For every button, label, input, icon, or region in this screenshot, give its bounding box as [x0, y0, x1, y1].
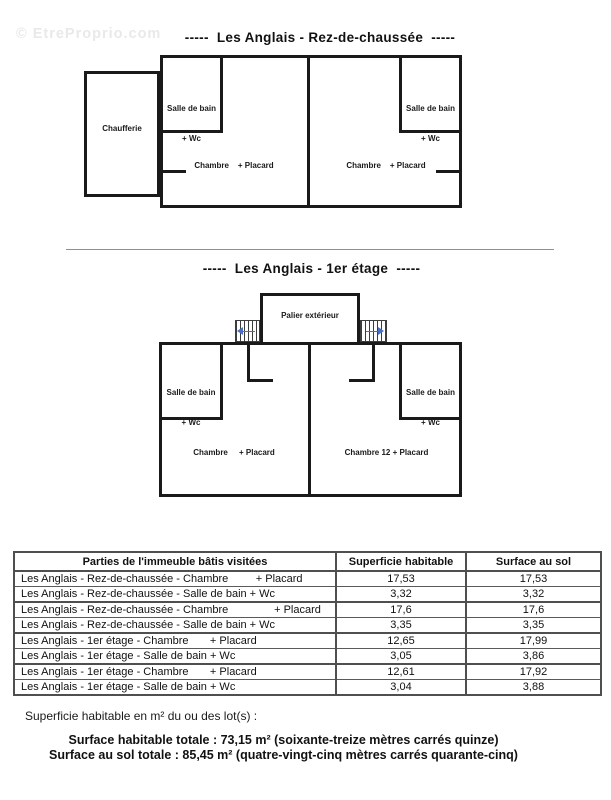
areas-table: Parties de l'immeuble bâtis visitées Sup…	[13, 551, 602, 696]
table-row: Les Anglais - Rez-de-chaussée - Chambre …	[13, 570, 602, 587]
gf-bedroom-right-label: Chambre + Placard	[346, 161, 426, 170]
row-habitable-value: 3,35	[335, 617, 467, 633]
row-label: Les Anglais - Rez-de-chaussée - Chambre …	[13, 570, 337, 587]
row-label: Les Anglais - 1er étage - Salle de bain …	[13, 679, 337, 695]
stair-arrow-right-head	[378, 327, 384, 335]
f1-center-partition-wall	[308, 342, 311, 497]
row-label: Les Anglais - 1er étage - Salle de bain …	[13, 648, 337, 664]
f1-bathroom-right-label-line1: Salle de bain	[406, 388, 455, 397]
table-row: Les Anglais - Rez-de-chaussée - Chambre …	[13, 601, 602, 618]
f1-landing-room	[260, 293, 360, 342]
row-floor-value: 3,32	[465, 586, 602, 602]
row-habitable-value: 12,61	[335, 663, 467, 680]
gf-bedroom-left-label: Chambre + Placard	[194, 161, 274, 170]
row-habitable-value: 3,05	[335, 648, 467, 664]
table-row: Les Anglais - Rez-de-chaussée - Salle de…	[13, 617, 602, 633]
f1-entry-wall-left-horizontal	[247, 379, 273, 382]
f1-bathroom-right-label-line2: + Wc	[421, 418, 440, 427]
summary-floor-total: Surface au sol totale : 85,45 m² (quatre…	[49, 748, 518, 762]
row-floor-value: 17,99	[465, 632, 602, 649]
gf-bathroom-left-label: Salle de bain + Wc	[160, 84, 223, 164]
row-floor-value: 17,6	[465, 601, 602, 618]
row-label: Les Anglais - 1er étage - Chambre + Plac…	[13, 663, 337, 680]
gf-bathroom-right-label-line2: + Wc	[421, 134, 440, 143]
table-row: Les Anglais - 1er étage - Salle de bain …	[13, 679, 602, 695]
row-floor-value: 3,35	[465, 617, 602, 633]
f1-bedroom-left-label: Chambre + Placard	[193, 448, 275, 457]
ground-floor-title: ----- Les Anglais - Rez-de-chaussée ----…	[184, 30, 456, 45]
stair-arrow-right-icon	[364, 327, 384, 335]
stair-arrow-left-shaft	[242, 330, 255, 332]
stair-arrow-right-shaft	[366, 330, 379, 332]
table-header-row: Parties de l'immeuble bâtis visitées Sup…	[13, 551, 602, 572]
gf-door-stub-right	[436, 170, 462, 173]
f1-bathroom-left-label-line2: + Wc	[181, 418, 201, 427]
row-habitable-value: 3,04	[335, 679, 467, 695]
stair-arrow-left-head	[237, 327, 243, 335]
row-habitable-value: 12,65	[335, 632, 467, 649]
f1-bedroom-right-label: Chambre 12 + Placard	[344, 448, 429, 457]
f1-bathroom-right-room	[399, 342, 462, 420]
table-row: Les Anglais - 1er étage - Chambre + Plac…	[13, 663, 602, 680]
row-habitable-value: 3,32	[335, 586, 467, 602]
row-floor-value: 17,53	[465, 570, 602, 587]
f1-entry-wall-right-horizontal	[349, 379, 375, 382]
gf-chaufferie-room	[84, 71, 160, 197]
stair-arrow-left-icon	[237, 327, 257, 335]
row-floor-value: 3,88	[465, 679, 602, 695]
f1-bathroom-right-label: Salle de bain + Wc	[399, 368, 462, 448]
row-label: Les Anglais - 1er étage - Chambre + Plac…	[13, 632, 337, 649]
gf-bathroom-right-label-line1: Salle de bain	[406, 104, 455, 113]
row-label: Les Anglais - Rez-de-chaussée - Chambre …	[13, 601, 337, 618]
f1-entry-wall-right-vertical	[372, 342, 375, 382]
summary-intro: Superficie habitable en m² du ou des lot…	[25, 709, 258, 723]
first-floor-title: ----- Les Anglais - 1er étage -----	[202, 261, 421, 276]
summary-habitable-total: Surface habitable totale : 73,15 m² (soi…	[68, 733, 499, 747]
f1-landing-label: Palier extérieur	[281, 311, 339, 320]
table-row: Les Anglais - 1er étage - Salle de bain …	[13, 648, 602, 664]
row-label: Les Anglais - Rez-de-chaussée - Salle de…	[13, 617, 337, 633]
table-row: Les Anglais - 1er étage - Chambre + Plac…	[13, 632, 602, 649]
gf-chaufferie-label: Chaufferie	[102, 124, 142, 133]
row-label: Les Anglais - Rez-de-chaussée - Salle de…	[13, 586, 337, 602]
gf-bathroom-right-room	[399, 55, 462, 133]
gf-bathroom-left-label-line1: Salle de bain	[167, 104, 216, 113]
row-habitable-value: 17,53	[335, 570, 467, 587]
f1-bathroom-left-label-line1: Salle de bain	[166, 388, 216, 397]
gf-bathroom-left-label-line2: + Wc	[182, 134, 201, 143]
row-floor-value: 3,86	[465, 648, 602, 664]
gf-center-partition-wall	[307, 55, 310, 208]
table-header-floor-area: Surface au sol	[465, 551, 602, 572]
gf-bathroom-left-room	[160, 55, 223, 133]
row-habitable-value: 17,6	[335, 601, 467, 618]
table-header-parts: Parties de l'immeuble bâtis visitées	[13, 551, 337, 572]
gf-bathroom-right-label: Salle de bain + Wc	[399, 84, 462, 164]
table-header-habitable: Superficie habitable	[335, 551, 467, 572]
f1-bathroom-left-room	[159, 342, 223, 420]
table-row: Les Anglais - Rez-de-chaussée - Salle de…	[13, 586, 602, 602]
row-floor-value: 17,92	[465, 663, 602, 680]
watermark: © EtreProprio.com	[16, 26, 162, 42]
f1-bathroom-left-label: Salle de bain + Wc	[159, 368, 223, 448]
gf-door-stub-left	[160, 170, 186, 173]
section-divider-line	[66, 249, 554, 250]
f1-entry-wall-left-vertical	[247, 342, 250, 382]
